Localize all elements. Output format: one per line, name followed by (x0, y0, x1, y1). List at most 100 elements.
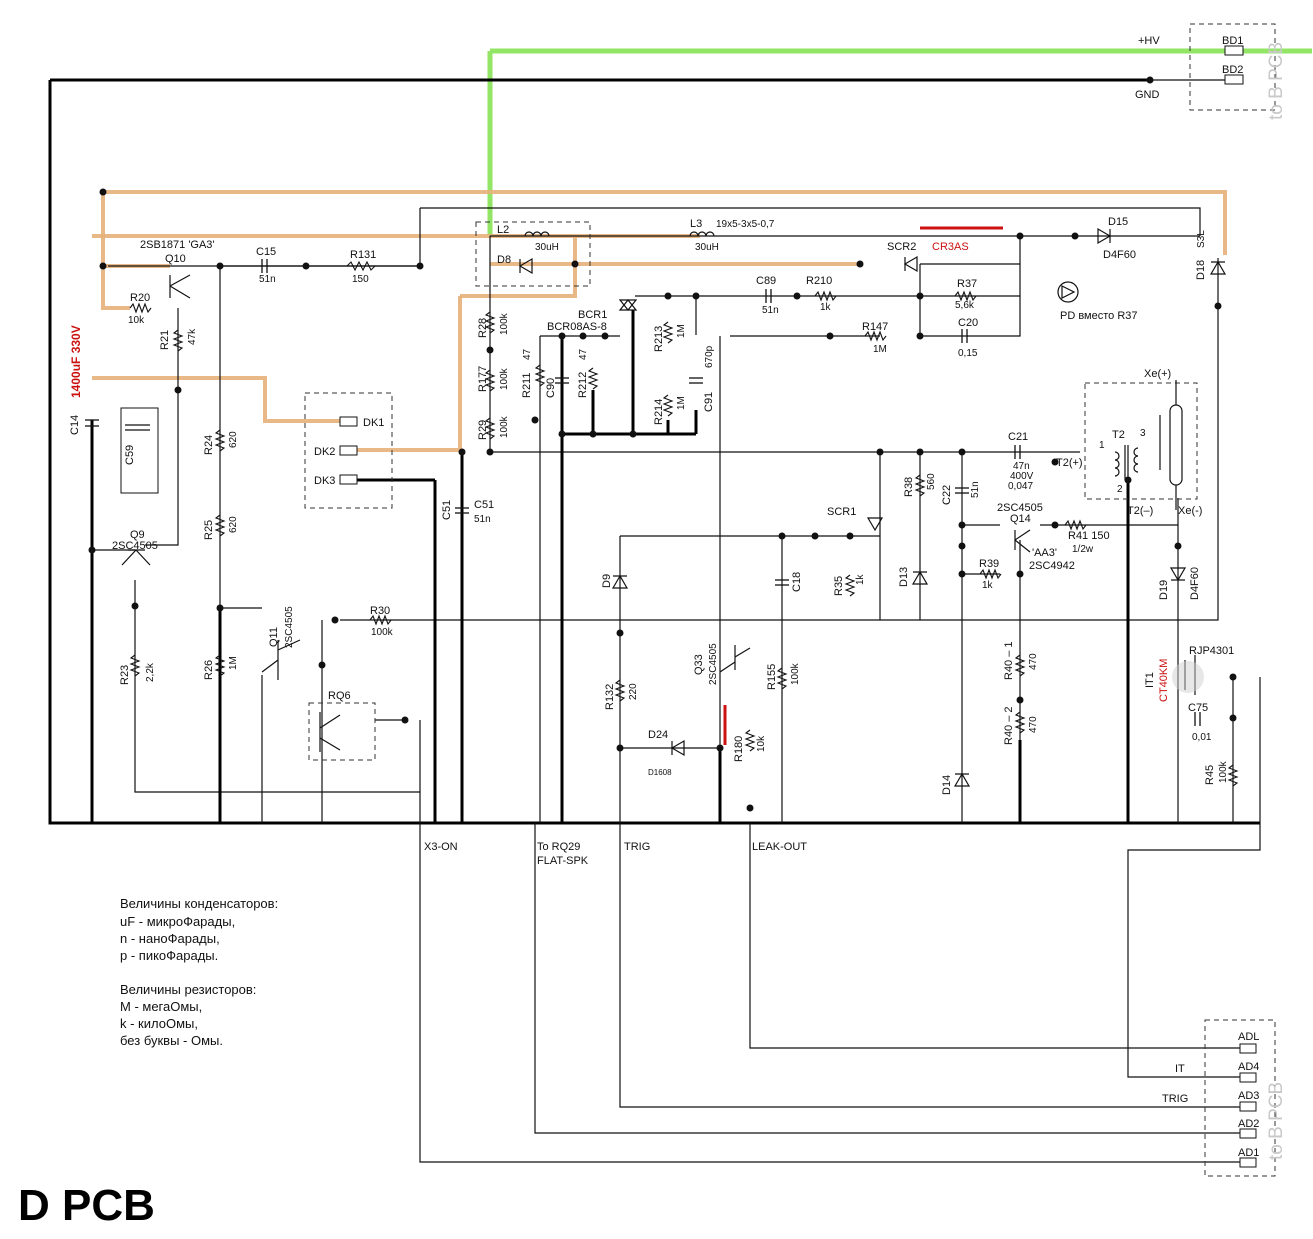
l3-spec: 19x5-3x5-0,7 (716, 219, 775, 230)
component-labels-middle: L2 30uH D8 L3 19x5-3x5-0,7 30uH R28 100k… (477, 218, 978, 440)
r23-ref: R23 (119, 665, 131, 685)
xe-minus: Xe(-) (1178, 505, 1202, 517)
q14-marking: 'AA3' (1032, 547, 1057, 559)
rq6-ref: RQ6 (328, 690, 351, 702)
scr1-ref: SCR1 (827, 506, 856, 518)
q14-type-b: 2SC4942 (1029, 560, 1075, 572)
connector-labels: BD1 BD2 +HV GND ADL AD4 AD3 AD2 AD1 IT T… (314, 35, 1259, 1159)
r212-val: 47 (578, 348, 589, 360)
it1-ref: IT1 (1144, 672, 1156, 688)
r38-val: 560 (926, 473, 937, 490)
board-title: D PCB (18, 1181, 155, 1230)
r30-ref: R30 (370, 605, 390, 617)
c51-ref-b: C51 (474, 499, 494, 511)
side-label-top: to B PCB (1266, 42, 1287, 120)
r213-ref: R213 (653, 326, 665, 352)
dashed-boxes (304, 23, 1276, 1177)
r28-val: 100k (499, 312, 510, 335)
photodiode-symbol (1057, 281, 1079, 303)
c21-ref: C21 (1008, 431, 1028, 443)
xe-flash-lamp (1169, 380, 1183, 510)
r132-ref: R132 (604, 684, 616, 710)
q14-type-a: 2SC4505 (997, 502, 1043, 514)
r40-2-ref: R40 – 2 (1003, 706, 1015, 745)
t2-ref: T2 (1112, 429, 1125, 441)
pin-dk2: DK2 (314, 446, 335, 458)
c21-alt: 0,047 (1008, 481, 1033, 492)
net-gnd: GND (1135, 89, 1160, 101)
diodes (518, 227, 1227, 787)
ground-stubs (90, 310, 1130, 823)
t2-pin1: 1 (1099, 440, 1105, 451)
r147-val: 1M (873, 344, 887, 355)
red-markers (723, 226, 1003, 745)
r40-1-val: 470 (1028, 653, 1039, 670)
bus-to-rq29: To RQ29 (537, 841, 580, 853)
connector-pins (339, 45, 1257, 1168)
c20-ref: C20 (958, 317, 978, 329)
component-labels-left: Q10 2SB1871 'GA3' C15 51n R131 150 R20 1… (69, 239, 494, 702)
d14-ref: D14 (941, 775, 953, 795)
r131-val: 150 (352, 274, 369, 285)
r37-ref: R37 (957, 278, 977, 290)
d24-part: D1608 (648, 768, 672, 777)
r177-ref: R177 (477, 366, 489, 392)
c15-val: 51n (259, 274, 276, 285)
c22-val: 51n (970, 481, 981, 498)
c89-val: 51n (762, 305, 779, 316)
pin-adl: ADL (1238, 1031, 1259, 1043)
c21-val: 47n (1013, 461, 1030, 472)
r35-ref: R35 (833, 576, 845, 596)
r26-val: 1M (228, 656, 239, 670)
side-label-bottom: to B PCB (1266, 1082, 1287, 1160)
r45-ref: R45 (1204, 765, 1216, 785)
wires (48, 78, 1261, 1163)
r211-val: 47 (522, 348, 533, 360)
r38-ref: R38 (903, 477, 915, 497)
bus-labels: X3-ON To RQ29 FLAT-SPK TRIG LEAK-OUT (424, 841, 807, 867)
r29-ref: R29 (477, 420, 489, 440)
q10-part: 2SB1871 'GA3' (140, 239, 215, 251)
r180-ref: R180 (733, 736, 745, 762)
q9-ref: Q9 (130, 529, 145, 541)
pin-ad2: AD2 (1238, 1118, 1259, 1130)
r132-val: 220 (628, 683, 639, 700)
legend: Величины конденсаторов: uF - микроФарады… (120, 896, 278, 1048)
net-it: IT (1175, 1063, 1185, 1075)
capacitors (85, 259, 1201, 726)
scr2-ref: SCR2 (887, 241, 916, 253)
t2-minus: T2(–) (1127, 505, 1153, 517)
legend-line-4: p - пикоФарады. (120, 948, 218, 963)
r155-val: 100k (790, 662, 801, 685)
q11-ref: Q11 (268, 627, 280, 647)
cap-note: 1400uF 330V (69, 325, 83, 398)
pin-dk3: DK3 (314, 475, 335, 487)
bcr1-triac (618, 299, 638, 311)
r30-val: 100k (371, 627, 394, 638)
r20-val: 10k (128, 315, 145, 326)
c20-val: 0,15 (958, 348, 978, 359)
pin-bd2: BD2 (1222, 64, 1243, 76)
bus-flat-spk: FLAT-SPK (537, 855, 589, 867)
pin-ad4: AD4 (1238, 1061, 1259, 1073)
r25-val: 620 (228, 516, 239, 533)
c15-ref: C15 (256, 246, 276, 258)
r39-ref: R39 (979, 558, 999, 570)
l3-val: 30uH (695, 242, 719, 253)
l3-ref: L3 (690, 218, 702, 230)
c59-body (120, 407, 159, 494)
transistors (121, 274, 1204, 752)
d13-ref: D13 (898, 567, 910, 587)
c51-ref-a: C51 (441, 500, 453, 520)
bus-x3-on: X3-ON (424, 841, 458, 853)
scr-note: CR3AS (932, 241, 969, 253)
c59-ref: C59 (124, 445, 136, 465)
q14-ref: Q14 (1010, 513, 1031, 525)
q10-ref: Q10 (165, 253, 186, 265)
c75-val: 0,01 (1192, 732, 1212, 743)
legend-line-1: Величины конденсаторов: (120, 896, 278, 911)
it1-part: RJP4301 (1189, 645, 1234, 657)
r21-ref: R21 (159, 330, 171, 350)
d8-ref: D8 (497, 254, 511, 266)
r37-val: 5,6k (955, 300, 975, 311)
